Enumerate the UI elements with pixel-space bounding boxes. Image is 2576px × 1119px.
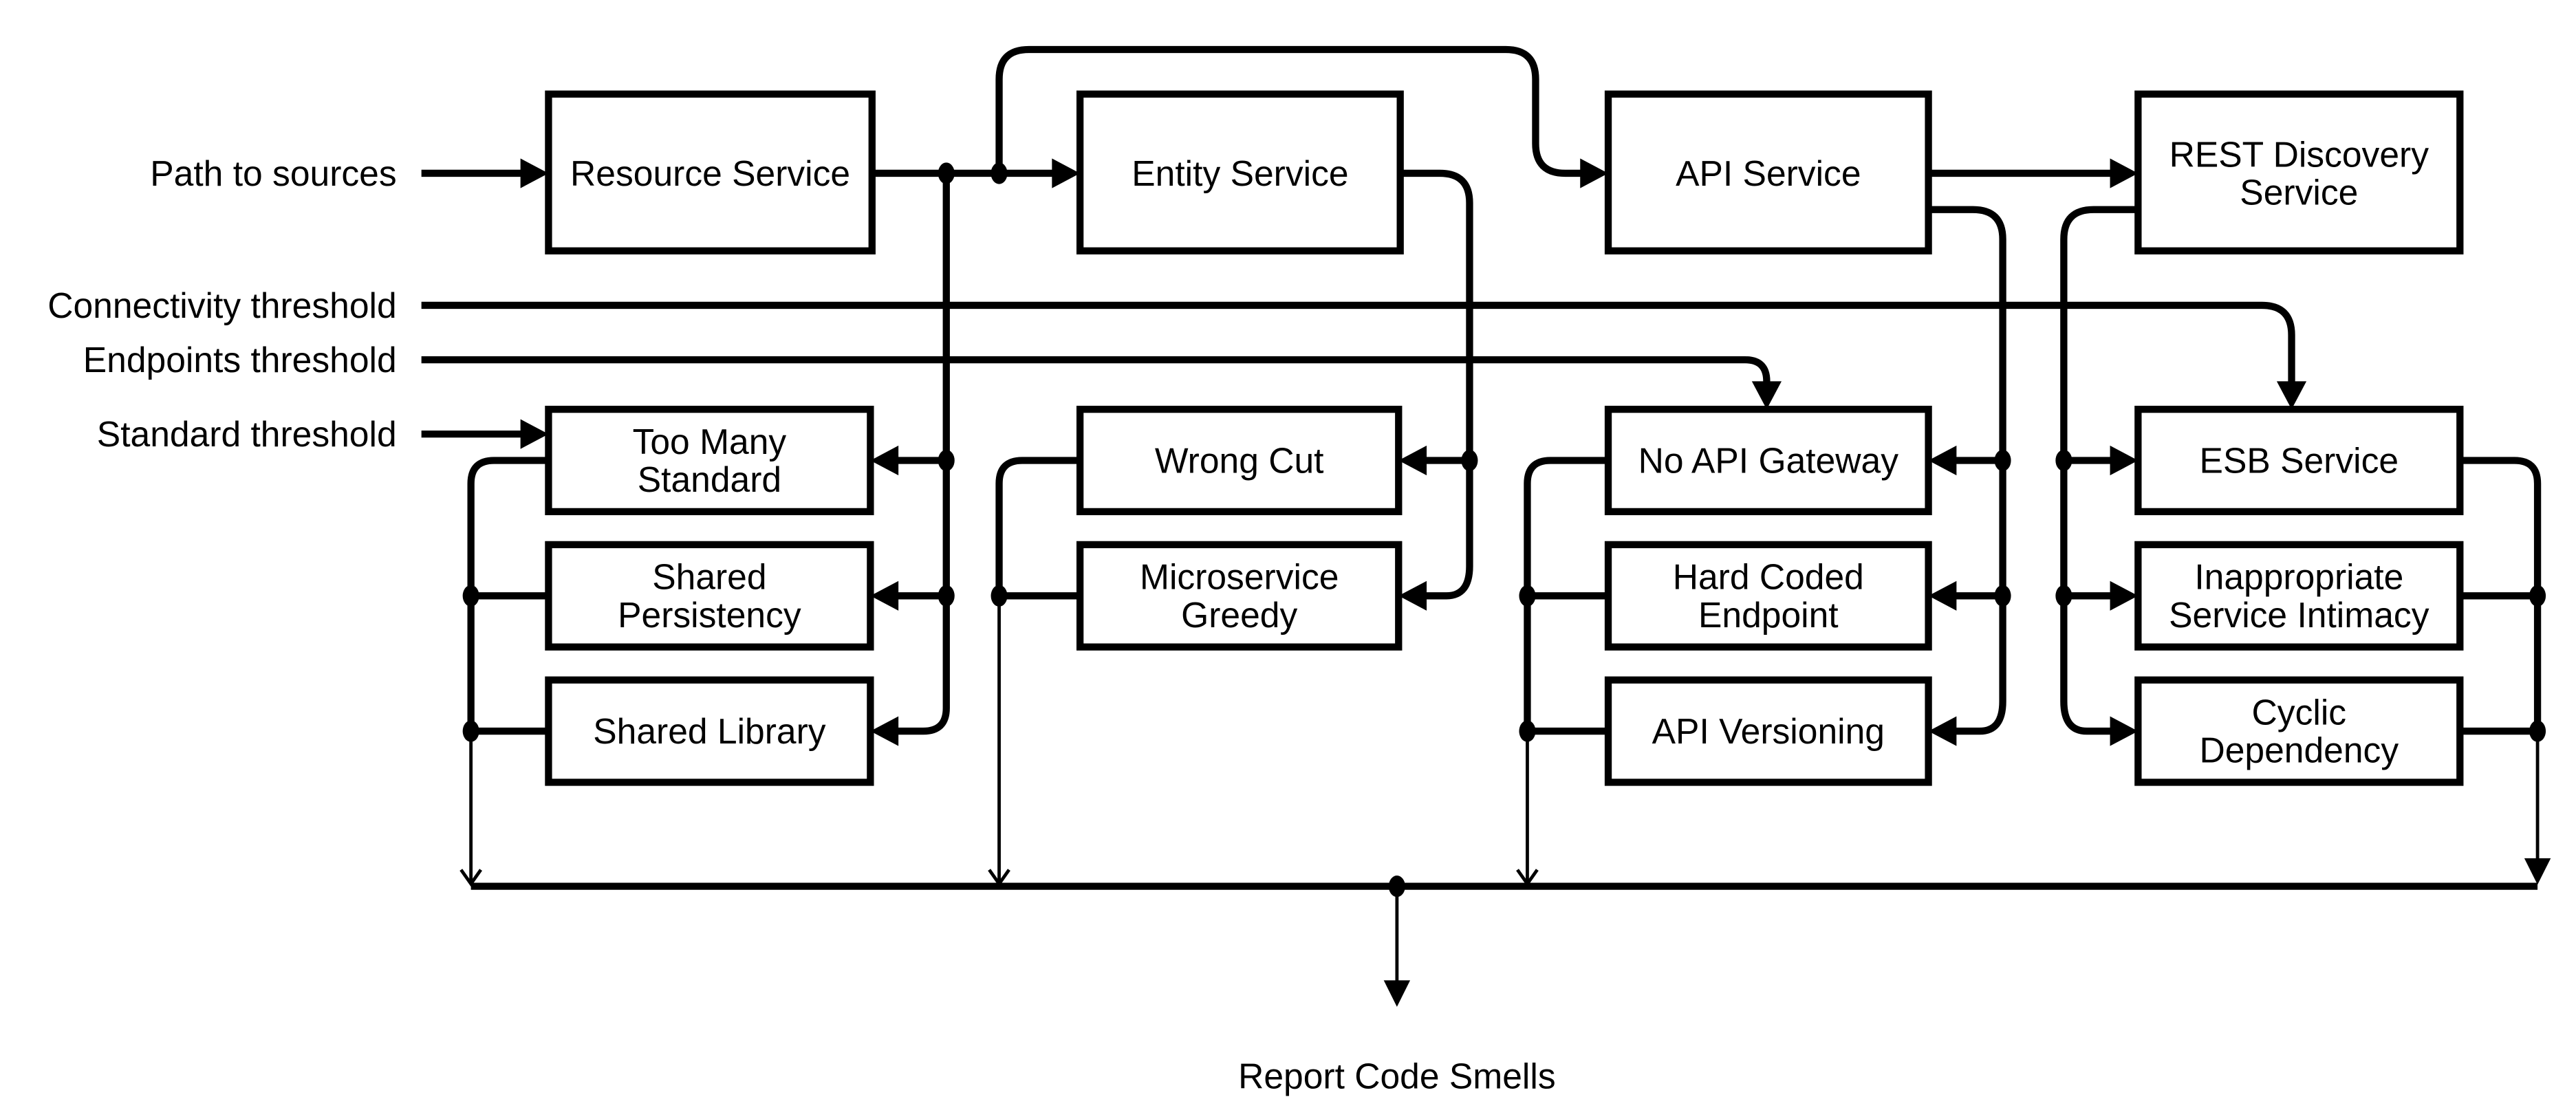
arrowhead-into-cyclic bbox=[2110, 716, 2139, 746]
path-to-sources-label: Path to sources bbox=[150, 153, 396, 193]
junction-dot bbox=[462, 585, 479, 607]
edge-col4-collector bbox=[2460, 457, 2542, 732]
arrowhead-into-microservice-greedy bbox=[1398, 580, 1427, 611]
edge-col1-collector bbox=[467, 457, 549, 732]
junction-dot bbox=[462, 720, 479, 742]
arrowhead-col1-drop bbox=[459, 869, 483, 887]
api-service-label: API Service bbox=[1676, 153, 1861, 193]
too-many-standard-label-line2: Standard bbox=[638, 459, 781, 499]
shared-persistency-node bbox=[545, 541, 874, 651]
rest-discovery-service-label-line1: REST Discovery bbox=[2169, 134, 2429, 174]
shared-library-label: Shared Library bbox=[593, 711, 826, 751]
shared-persistency-label-line2: Persistency bbox=[618, 595, 801, 635]
junction-dot bbox=[938, 162, 955, 184]
arrowhead-into-entity bbox=[1052, 158, 1081, 188]
wrong-cut-label: Wrong Cut bbox=[1155, 441, 1324, 481]
arrowhead-col4-drop bbox=[2524, 858, 2551, 885]
no-api-gateway-node bbox=[1604, 405, 1932, 516]
junction-dot bbox=[938, 585, 955, 607]
esb-service-node bbox=[2134, 405, 2464, 516]
endpoints-threshold-label: Endpoints threshold bbox=[83, 340, 397, 380]
junction-dot bbox=[938, 449, 955, 472]
arrowhead-into-shared-persistency bbox=[870, 580, 899, 611]
report-code-smells-label: Report Code Smells bbox=[1238, 1056, 1556, 1096]
rest-discovery-service-node bbox=[2134, 90, 2464, 254]
edge-endpoints-threshold bbox=[421, 356, 1771, 385]
cyclic-dependency-node bbox=[2134, 676, 2464, 786]
junction-dot bbox=[2055, 585, 2072, 607]
connectivity-threshold-label: Connectivity threshold bbox=[47, 285, 396, 325]
hard-coded-endpoint-node bbox=[1604, 541, 1932, 651]
arrowhead-into-hard-coded bbox=[1928, 580, 1957, 611]
arrowhead-endpoints-down bbox=[1751, 381, 1782, 410]
arrowhead-report bbox=[1383, 980, 1411, 1007]
standard-threshold-label: Standard threshold bbox=[97, 414, 397, 454]
arrowhead-connectivity-down bbox=[2276, 381, 2307, 410]
esb-service-label: ESB Service bbox=[2200, 441, 2399, 481]
inappropriate-service-intimacy-label-line1: Inappropriate bbox=[2194, 557, 2403, 597]
junction-dot bbox=[1994, 585, 2011, 607]
microservice-greedy-label-line1: Microservice bbox=[1140, 557, 1339, 597]
labels: Path to sources Connectivity threshold E… bbox=[47, 134, 2429, 1096]
junction-dot bbox=[1519, 720, 1536, 742]
arrowhead-into-too-many-standard bbox=[870, 445, 899, 476]
api-service-node bbox=[1604, 90, 1932, 254]
junction-dot bbox=[1994, 449, 2011, 472]
junction-dot bbox=[1388, 876, 1405, 898]
arrowhead-into-no-api-gateway bbox=[1928, 445, 1957, 476]
arrowhead-into-inappropriate bbox=[2110, 580, 2139, 611]
edge-col2-collector bbox=[995, 457, 1081, 596]
arrowhead-into-resource bbox=[520, 158, 549, 188]
junction-dot bbox=[2529, 585, 2546, 607]
junction-dot bbox=[2055, 449, 2072, 472]
api-versioning-node bbox=[1604, 676, 1932, 786]
junction-dots bbox=[462, 162, 2546, 898]
edge-entity-to-smells-bus bbox=[1400, 169, 1473, 600]
arrowheads bbox=[459, 158, 2551, 1007]
arrowhead-standard-into-too-many bbox=[520, 419, 549, 449]
junction-dot bbox=[2529, 720, 2546, 742]
cyclic-dependency-label-line2: Dependency bbox=[2200, 730, 2399, 770]
hard-coded-endpoint-label-line2: Endpoint bbox=[1698, 595, 1839, 635]
edges-thin bbox=[469, 596, 2540, 984]
edge-col3-collector bbox=[1524, 457, 1609, 732]
hard-coded-endpoint-label-line1: Hard Coded bbox=[1673, 557, 1864, 597]
arrowhead-into-api bbox=[1580, 158, 1609, 188]
edge-resource-to-api-bypass bbox=[995, 45, 1584, 177]
resource-service-node bbox=[545, 90, 876, 254]
arrowhead-col3-drop bbox=[1516, 869, 1539, 887]
shared-persistency-label-line1: Shared bbox=[652, 557, 766, 597]
microservice-greedy-label-line2: Greedy bbox=[1181, 595, 1297, 635]
inappropriate-service-intimacy-label-line2: Service Intimacy bbox=[2169, 595, 2429, 635]
edge-connectivity-threshold bbox=[421, 301, 2295, 385]
edge-api-to-smells-bus bbox=[1928, 206, 2006, 735]
arrowhead-into-esb bbox=[2110, 445, 2139, 476]
cyclic-dependency-label-line1: Cyclic bbox=[2252, 692, 2347, 732]
arrowhead-into-rest bbox=[2110, 158, 2139, 188]
edge-resource-to-smells-bus bbox=[895, 173, 950, 735]
too-many-standard-label-line1: Too Many bbox=[633, 422, 787, 461]
api-versioning-label: API Versioning bbox=[1652, 711, 1885, 751]
nodes bbox=[545, 90, 2464, 786]
rest-discovery-service-label-line2: Service bbox=[2240, 173, 2358, 213]
entity-service-node bbox=[1076, 90, 1404, 254]
junction-dot bbox=[991, 162, 1008, 184]
arrowhead-into-shared-library bbox=[870, 716, 899, 746]
shared-library-node bbox=[545, 676, 874, 786]
junction-dot bbox=[1461, 449, 1478, 472]
resource-service-label: Resource Service bbox=[570, 153, 850, 193]
no-api-gateway-label: No API Gateway bbox=[1638, 441, 1899, 481]
too-many-standard-node bbox=[545, 405, 874, 516]
microservice-greedy-node bbox=[1076, 541, 1403, 651]
edge-rest-to-smells-bus bbox=[2060, 206, 2139, 735]
arrowhead-into-wrong-cut bbox=[1398, 445, 1427, 476]
arrowhead-into-api-versioning bbox=[1928, 716, 1957, 746]
entity-service-label: Entity Service bbox=[1132, 153, 1348, 193]
arrowhead-col2-drop bbox=[988, 869, 1010, 887]
inappropriate-service-intimacy-node bbox=[2134, 541, 2464, 651]
wrong-cut-node bbox=[1076, 405, 1403, 516]
junction-dot bbox=[1519, 585, 1536, 607]
junction-dot bbox=[991, 585, 1008, 607]
